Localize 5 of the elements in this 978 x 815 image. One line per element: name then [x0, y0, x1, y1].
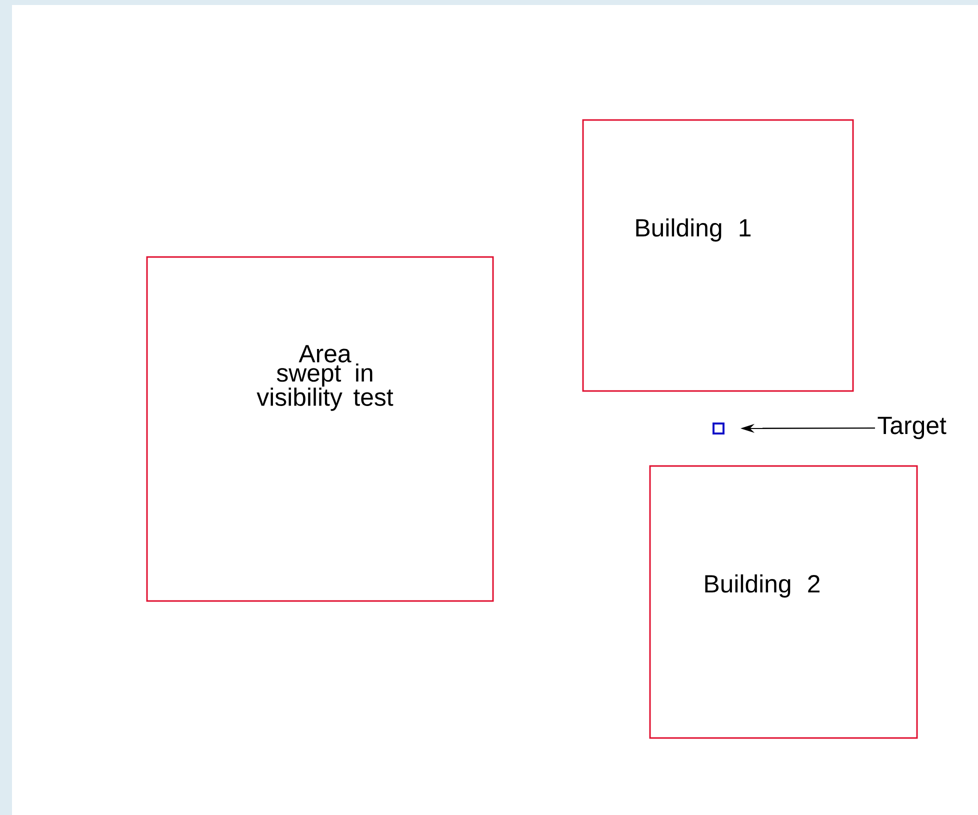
target-marker [712, 422, 724, 434]
target-label: Target [878, 416, 946, 440]
building-box: Building 2 [649, 465, 918, 739]
building-box: Area swept in visibility test [146, 256, 494, 602]
building-box: Building 1 [582, 119, 854, 392]
